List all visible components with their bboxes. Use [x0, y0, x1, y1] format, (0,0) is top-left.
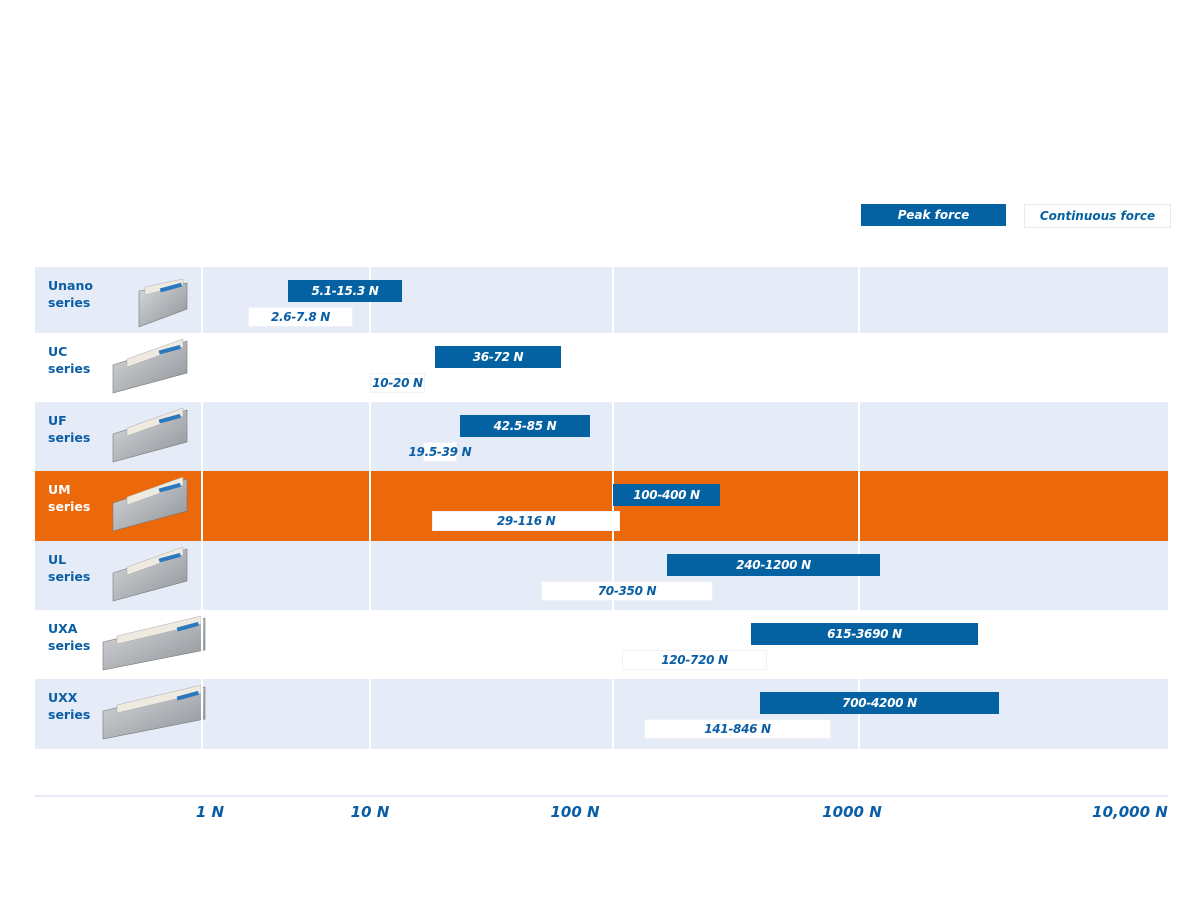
peak-force-bar: 240-1200 N [667, 554, 880, 576]
series-row: UF series [35, 402, 1168, 471]
series-name-line: UXX [48, 690, 78, 705]
series-name: UC series [48, 343, 90, 377]
motor-product-image [95, 612, 213, 678]
motor-product-image [105, 404, 195, 470]
gridline [201, 267, 203, 749]
gridline [612, 267, 614, 749]
continuous-force-bar: 2.6-7.8 N [248, 307, 353, 327]
motor-product-image [95, 681, 213, 747]
continuous-force-bar: 10-20 N [370, 373, 425, 393]
series-name-line: UC [48, 344, 68, 359]
continuous-force-bar: 19.5-39 N [409, 442, 472, 462]
series-name-line: UM [48, 482, 71, 497]
legend-peak-force: Peak force [861, 204, 1006, 226]
series-name-line: series [48, 638, 91, 653]
peak-force-bar: 700-4200 N [760, 692, 999, 714]
series-name: UM series [48, 481, 90, 515]
series-name-line: UF [48, 413, 67, 428]
x-tick-label: 10 N [350, 803, 390, 821]
series-name-line: UL [48, 552, 67, 567]
series-row: UXA series [35, 610, 1168, 679]
series-name-line: series [48, 361, 91, 376]
series-row: UM series [35, 471, 1168, 541]
continuous-force-bar: 120-720 N [622, 650, 767, 670]
series-name-line: series [48, 430, 91, 445]
series-name-line: series [48, 499, 91, 514]
series-name-line: series [48, 295, 91, 310]
x-axis-line [35, 795, 1168, 797]
series-name-line: UXA [48, 621, 78, 636]
peak-force-bar: 42.5-85 N [460, 415, 590, 437]
series-name: UXA series [48, 620, 90, 654]
series-row: UC series [35, 333, 1168, 401]
legend-continuous-force: Continuous force [1024, 204, 1171, 228]
peak-force-bar: 5.1-15.3 N [288, 280, 402, 302]
gridline [369, 267, 371, 749]
x-tick-label: 100 N [550, 803, 600, 821]
peak-force-bar: 615-3690 N [751, 623, 978, 645]
x-tick-label: 1000 N [822, 803, 882, 821]
series-name-line: series [48, 569, 91, 584]
motor-product-image [131, 269, 195, 335]
continuous-force-bar: 70-350 N [541, 581, 713, 601]
series-name: Unano series [48, 277, 93, 311]
motor-product-image [105, 543, 195, 609]
x-tick-label: 1 N [195, 803, 225, 821]
series-name: UXX series [48, 689, 90, 723]
peak-force-bar: 36-72 N [435, 346, 561, 368]
series-name: UF series [48, 412, 90, 446]
gridline [858, 267, 860, 749]
series-row: UXX series [35, 679, 1168, 749]
continuous-force-bar: 141-846 N [644, 719, 831, 739]
x-tick-label: 10,000 N [1092, 803, 1168, 821]
motor-product-image [105, 335, 195, 401]
continuous-force-bar: 29-116 N [432, 511, 621, 531]
series-row: Unano series [35, 267, 1168, 333]
peak-force-bar: 100-400 N [613, 484, 720, 506]
series-name-line: Unano [48, 278, 93, 293]
series-name: UL series [48, 551, 90, 585]
motor-product-image [105, 473, 195, 539]
series-name-line: series [48, 707, 91, 722]
